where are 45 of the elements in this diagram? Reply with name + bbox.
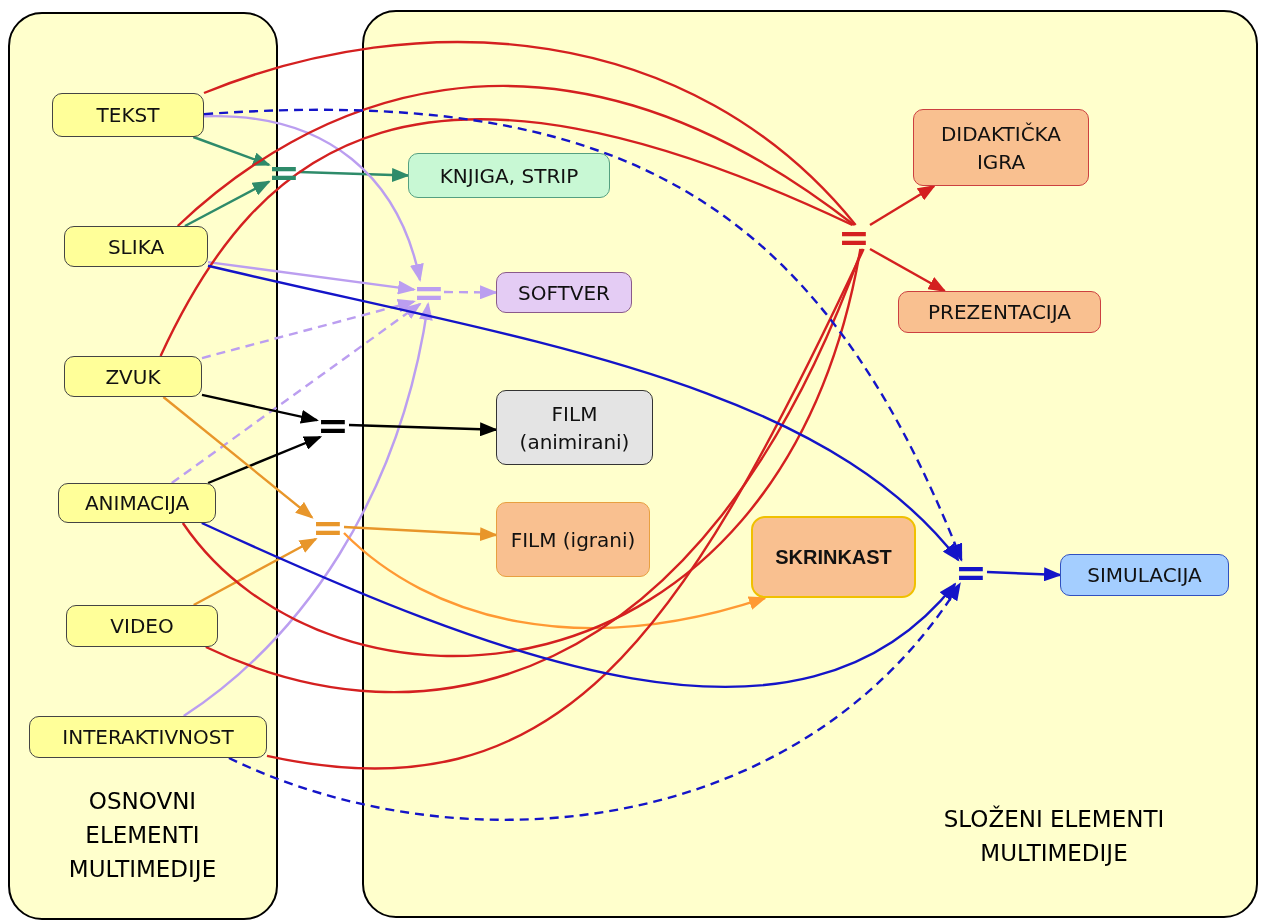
connector-arrow [171, 302, 422, 484]
equals-sign: = [414, 280, 444, 304]
connector-arrow [869, 184, 936, 227]
connector-arrow [203, 108, 963, 562]
equals-sign: = [955, 560, 987, 584]
connector-arrow [183, 302, 433, 717]
element-box: PREZENTACIJA [898, 291, 1101, 333]
connector-arrow [298, 168, 410, 182]
panel-heading: SLOŽENI ELEMENTI MULTIMEDIJE [942, 804, 1166, 868]
element-box: SIMULACIJA [1060, 554, 1229, 596]
connector-arrow [348, 422, 498, 437]
connector-arrow [201, 521, 957, 688]
element-box: SKRINKAST [751, 516, 916, 598]
connector-arrow [207, 435, 323, 485]
connector-arrow [204, 115, 423, 282]
element-box: ZVUK [64, 356, 202, 397]
connector-arrow [343, 532, 767, 630]
connector-arrow [228, 582, 961, 821]
connector-arrow [207, 264, 960, 562]
equals-sign: = [312, 515, 344, 539]
connector-arrow [869, 247, 947, 293]
connector-arrow [343, 525, 498, 542]
connector-arrow [986, 567, 1062, 582]
connector-arrow [184, 180, 271, 228]
element-box: TEKST [52, 93, 204, 137]
element-box: SLIKA [64, 226, 208, 267]
connector-arrow [162, 396, 314, 519]
connector-arrow [201, 393, 319, 424]
element-box: FILM (animirani) [496, 390, 653, 465]
connector-arrow [192, 135, 271, 166]
element-box: VIDEO [66, 605, 218, 647]
connector-arrow [201, 298, 416, 360]
element-box: SOFTVER [496, 272, 632, 313]
equals-sign: = [317, 413, 349, 437]
connector-arrow [193, 537, 318, 607]
equals-sign: = [838, 225, 870, 249]
element-box: KNJIGA, STRIP [408, 153, 610, 198]
connector-arrow [444, 285, 498, 300]
element-box: INTERAKTIVNOST [29, 716, 267, 758]
element-box: ANIMACIJA [58, 483, 216, 523]
connector-arrow [207, 260, 416, 295]
panel-heading: OSNOVNI ELEMENTI MULTIMEDIJE [67, 787, 218, 884]
group-panel [362, 10, 1258, 918]
element-box: DIDAKTIČKA IGRA [913, 109, 1089, 186]
element-box: FILM (igrani) [496, 502, 650, 577]
